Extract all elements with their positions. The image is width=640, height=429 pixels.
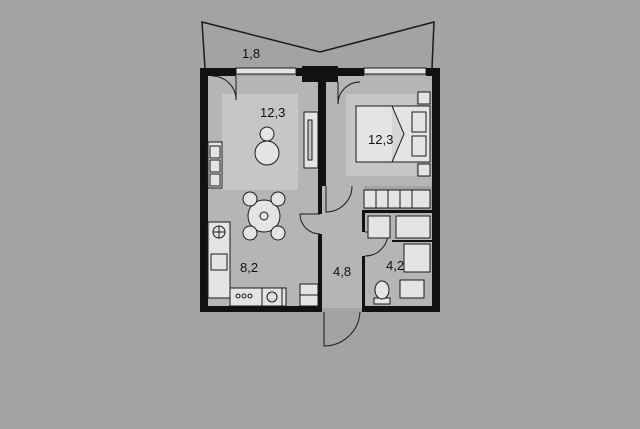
wall-left — [200, 68, 208, 312]
bath-fixture — [367, 215, 391, 239]
wall-top-left-b — [296, 68, 302, 76]
sofa-cushion-1 — [209, 145, 221, 159]
balcony-area-label: 1,8 — [242, 46, 260, 61]
hall-furniture — [299, 283, 319, 307]
bathroom-area-label: 4,2 — [386, 258, 404, 273]
burner-1 — [235, 293, 241, 299]
table-top — [254, 140, 280, 166]
tv-unit-icon — [303, 111, 319, 169]
wall-bath-left — [362, 210, 365, 232]
washing-machine-icon — [261, 287, 283, 307]
wardrobe-icon — [363, 189, 431, 209]
wall-top-mid — [302, 66, 338, 82]
chair-bottom-left — [242, 225, 258, 241]
windows — [235, 67, 427, 75]
doors — [211, 75, 389, 347]
double-bed-icon — [355, 105, 431, 163]
window-living — [235, 67, 297, 75]
balcony-railing — [201, 21, 435, 69]
wall-bath-divider — [392, 240, 432, 242]
bathroom-furniture — [367, 215, 431, 305]
pillow-1 — [411, 111, 427, 133]
bathtub-icon — [403, 243, 431, 273]
dining-set — [242, 191, 286, 241]
wall-top-left-a — [200, 68, 236, 76]
wall-bottom-left — [200, 306, 322, 312]
dining-table-center — [259, 211, 269, 221]
sink — [210, 253, 228, 271]
blanket-fold — [391, 105, 405, 163]
wall-partition-living — [318, 82, 322, 214]
door-entrance[interactable] — [323, 311, 361, 347]
wardrobe-body — [363, 189, 431, 209]
fan-icon — [212, 225, 226, 239]
table-center — [259, 126, 275, 142]
shower-unit — [395, 215, 431, 239]
balcony — [201, 21, 435, 69]
kitchen-furniture — [207, 221, 287, 307]
wall-bath-top — [362, 210, 432, 213]
toilet-bowl — [374, 280, 390, 300]
hall-area-label: 4,8 — [333, 264, 351, 279]
bedroom-furniture — [355, 91, 431, 209]
sofa-icon — [207, 141, 223, 189]
cooktop-icon — [235, 293, 253, 299]
living-furniture — [207, 111, 319, 189]
living-rug — [222, 94, 298, 190]
kitchen-area-label: 8,2 — [240, 260, 258, 275]
nightstand-bottom — [417, 163, 431, 177]
sofa-cushion-3 — [209, 173, 221, 187]
wall-bottom-right — [362, 306, 440, 312]
burner-2 — [241, 293, 247, 299]
wall-right — [432, 68, 440, 312]
wall-top-right-a — [338, 68, 364, 76]
living-area-label: 12,3 — [260, 105, 285, 120]
door-hall-bedroom[interactable] — [325, 185, 353, 213]
burner-3 — [247, 293, 253, 299]
bedroom-area-label: 12,3 — [368, 132, 393, 147]
sofa-cushion-2 — [209, 159, 221, 173]
bathtub-body — [403, 243, 431, 273]
round-dining-table-icon — [254, 126, 280, 166]
door-living-balcony[interactable] — [211, 75, 237, 101]
door-hall-kitchen[interactable] — [299, 213, 321, 235]
wall-partition-bedroom — [322, 82, 326, 186]
washer-drum — [266, 291, 278, 303]
chair-bottom-right — [270, 225, 286, 241]
chair-top-left — [242, 191, 258, 207]
toilet-icon — [373, 280, 391, 305]
wall-bath-left-lower — [362, 256, 365, 312]
pillow-2 — [411, 135, 427, 157]
nightstand-top — [417, 91, 431, 105]
hall-floor — [320, 186, 364, 308]
wall-hall-left — [318, 234, 322, 306]
door-bedroom-balcony[interactable] — [337, 81, 361, 105]
walls — [200, 66, 440, 312]
bathroom-sink — [399, 279, 425, 299]
chair-top-right — [270, 191, 286, 207]
window-bedroom — [363, 67, 427, 75]
dining-chair-icon — [242, 191, 286, 241]
tv-screen — [307, 119, 313, 161]
